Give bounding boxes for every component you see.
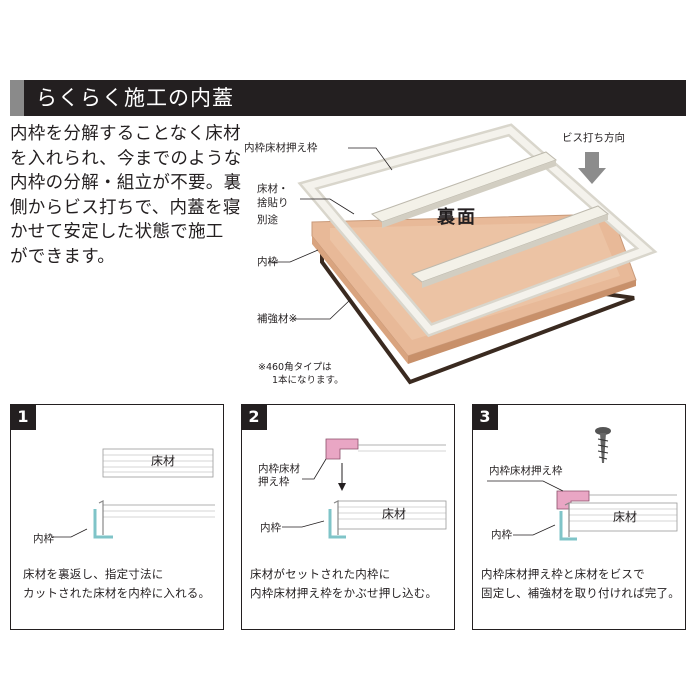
label-floor-3: 別途 [257,214,278,226]
label-presser-frame: 内枠床材押え枠 [244,142,318,154]
step-2-presser-label-1: 内枠床材 [258,463,300,475]
step-2-illustration [282,438,447,539]
step-2-caption: 床材がセットされた内枠に 内枠床材押え枠をかぶせ押し込む。 [250,565,437,603]
exploded-diagram [268,123,658,385]
wood-board-edge [408,280,636,364]
step-3-floor-label: 床材 [613,510,638,524]
intro-line: ができます。 [10,246,116,267]
step-panel-1: 1 床材 内枠 床材を裏返し、指定寸法に カットされた床材を内枠に入れる。 [10,404,224,630]
intro-text: 内枠を分解することなく床材 を入れられ、今までのような 内枠の分解・組立が不要。… [10,122,250,269]
wood-board-inner [330,222,620,340]
caption-line: 内枠床材押え枠と床材をビスで [481,567,645,581]
presser-bar-2 [410,205,610,288]
step-3-presser-label: 内枠床材押え枠 [489,465,563,477]
screw-icon [595,427,611,463]
intro-line: 側からビス打ちで、内蓋を寝 [10,197,241,218]
caption-line: 固定し、補強材を取り付ければ完了。 [481,586,680,600]
step-3-illustration [487,427,678,541]
step-3-caption: 内枠床材押え枠と床材をビスで 固定し、補強材を取り付ければ完了。 [481,565,680,603]
label-screw-direction: ビス打ち方向 [562,132,625,144]
note-line-1: ※460角タイプは [258,362,332,373]
label-floor-1: 床材・ [257,183,289,195]
step-number: 1 [10,404,36,430]
step-1-inner-frame-label: 内枠 [33,533,54,545]
step-panel-2: 2 内枠床材 押え枠 床材 内枠 床材がセットされた内枠に 内枠床材押え枠をかぶ… [241,404,455,630]
note-line-2: 1本になります。 [272,375,344,386]
step-2-presser-label-2: 押え枠 [258,476,290,488]
step-number: 3 [472,404,498,430]
step-1-illustration [51,448,215,539]
step-2-floor-label: 床材 [382,507,407,521]
step-number: 2 [241,404,267,430]
presser-frame-part [325,438,446,460]
title-bar [10,80,686,116]
inner-frame-inner [301,126,653,335]
intro-line: を入れられ、今までのような [10,148,242,169]
step-1-floor-label: 床材 [151,454,176,468]
floor-and-frame [328,500,447,539]
floor-and-frame [559,502,678,541]
label-inner-frame: 内枠 [257,256,278,268]
caption-line: 床材を裏返し、指定寸法に [23,567,164,581]
page-title: らくらく施工の内蓋 [36,86,234,110]
caption-line: 床材がセットされた内枠に [250,567,391,581]
step-2-inner-frame-label: 内枠 [260,522,281,534]
floor-material [102,448,214,478]
caption-line: カットされた床材を内枠に入れる。 [23,586,211,600]
inner-frame-part [93,500,215,539]
wood-board-edge-left [312,236,408,364]
caption-line: 内枠床材押え枠をかぶせ押し込む。 [250,586,438,600]
presser-bar-1 [370,151,558,228]
step-3-inner-frame-label: 内枠 [491,529,512,541]
step-panel-3: 3 内枠床材押え枠 床材 内枠 内枠床材押え枠と床材をビスで [472,404,686,630]
label-floor-2: 捨貼り [257,197,289,209]
screw-direction-arrow [578,152,606,184]
intro-line: 内枠を分解することなく床材 [10,124,241,144]
title-accent [10,80,24,116]
label-back-side: 裏面 [437,207,477,228]
intro-line: かせて安定した状態で施工 [10,222,224,242]
label-reinforcement: 補強材※ [257,313,298,325]
intro-line: 内枠の分解・組立が不要。裏 [10,173,242,193]
step-1-caption: 床材を裏返し、指定寸法に カットされた床材を内枠に入れる。 [23,565,210,603]
